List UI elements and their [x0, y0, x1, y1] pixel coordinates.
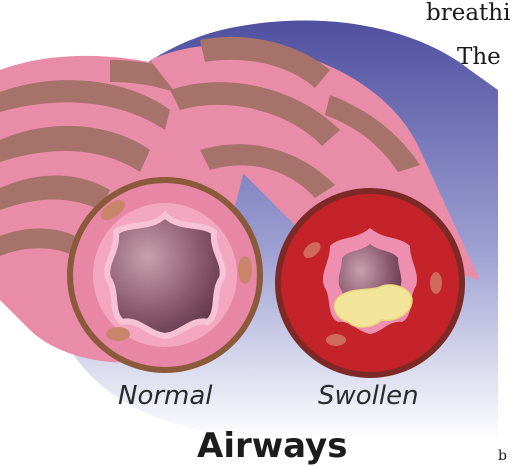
normal-airway-cross-section — [67, 177, 263, 373]
normal-lumen — [107, 215, 222, 336]
label-normal: Normal — [118, 381, 213, 411]
swollen-airway-cross-section — [275, 188, 465, 378]
label-swollen: Swollen — [318, 381, 419, 411]
diagram-title: Airways — [197, 426, 347, 466]
